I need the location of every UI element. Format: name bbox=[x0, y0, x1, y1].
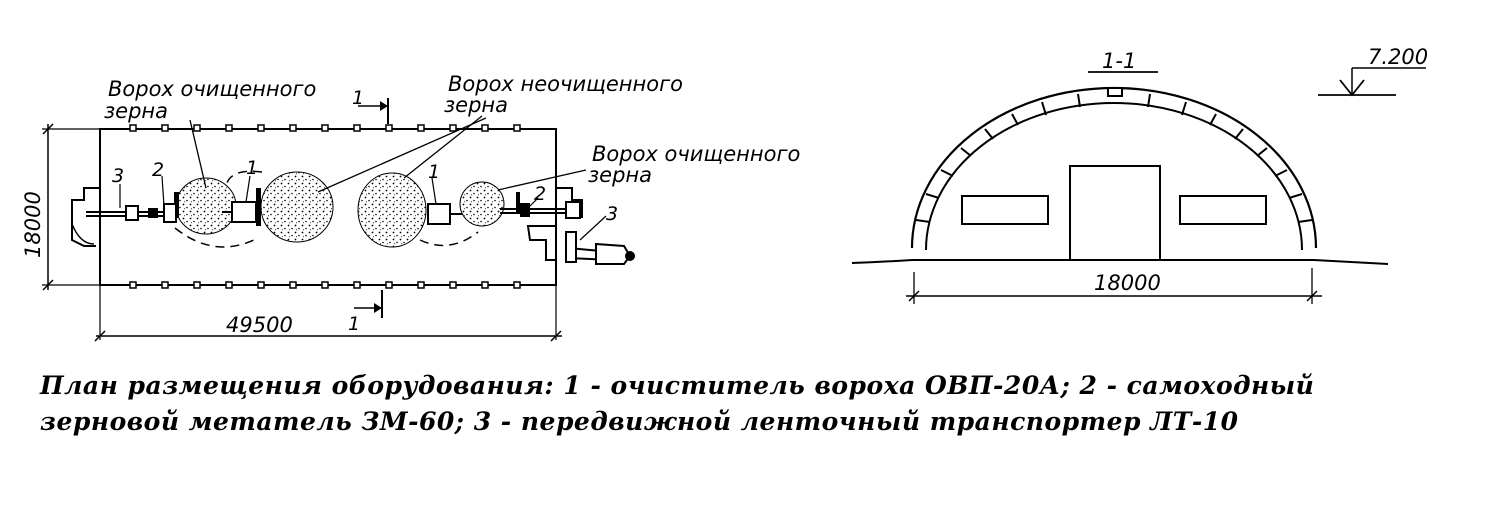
ground-line bbox=[851, 259, 1389, 265]
end-wall-door bbox=[1069, 165, 1161, 261]
section-mark-top: 1 bbox=[352, 87, 389, 124]
caption-line-1: План размещения оборудования: 1 - очисти… bbox=[40, 371, 1315, 400]
cleaner-1-right bbox=[427, 203, 451, 225]
end-wall-window-right bbox=[1179, 195, 1267, 225]
callout-3-left: 3 bbox=[112, 165, 124, 187]
callout-2-left: 2 bbox=[152, 159, 164, 181]
svg-text:1: 1 bbox=[348, 313, 360, 335]
svg-text:1: 1 bbox=[352, 87, 364, 109]
callout-3-right: 3 bbox=[606, 203, 618, 225]
label-cleaned-right-line1: Ворох очищенного bbox=[592, 142, 800, 166]
arch-ribs bbox=[915, 93, 1313, 223]
section-mark-bottom: 1 bbox=[348, 290, 383, 335]
figure-caption: План размещения оборудования: 1 - очисти… bbox=[40, 368, 1480, 440]
label-cleaned-left-line2: зерна bbox=[104, 99, 168, 123]
label-cleaned-right-line2: зерна bbox=[588, 163, 652, 187]
plan-columns bbox=[129, 124, 521, 289]
elevation-mark: 7.200 bbox=[1318, 45, 1428, 97]
end-wall-window-left bbox=[961, 195, 1049, 225]
pile-uncleaned-left bbox=[260, 171, 334, 243]
plan-width-dimension: 18000 bbox=[21, 123, 54, 291]
arch-inner bbox=[925, 102, 1303, 251]
pile-uncleaned-right bbox=[357, 172, 427, 248]
callout-1-left: 1 bbox=[246, 157, 258, 179]
svg-text:18000: 18000 bbox=[1094, 271, 1161, 295]
callout-2-right: 2 bbox=[534, 183, 546, 205]
label-uncleaned-line2: зерна bbox=[444, 93, 508, 117]
plan-length-dimension: 49500 bbox=[94, 313, 562, 342]
ridge-vent bbox=[1107, 87, 1123, 97]
svg-text:18000: 18000 bbox=[21, 191, 45, 258]
cleaner-1-left bbox=[231, 201, 257, 223]
label-cleaned-left-line1: Ворох очищенного bbox=[108, 77, 316, 101]
svg-text:49500: 49500 bbox=[226, 313, 293, 337]
label-uncleaned-line1: Ворох неочищенного bbox=[448, 72, 683, 96]
plan-view: Ворох очищенного зерна Ворох неочищенног… bbox=[21, 72, 800, 342]
callout-1-right: 1 bbox=[428, 161, 440, 183]
caption-line-2: зерновой метатель ЗМ-60; 3 - передвижной… bbox=[40, 407, 1239, 436]
section-span-dimension: 18000 bbox=[906, 268, 1322, 304]
pile-cleaned-right bbox=[459, 181, 505, 227]
svg-text:7.200: 7.200 bbox=[1368, 45, 1428, 69]
section-view: 1-1 bbox=[851, 45, 1428, 304]
section-title: 1-1 bbox=[1102, 49, 1136, 73]
